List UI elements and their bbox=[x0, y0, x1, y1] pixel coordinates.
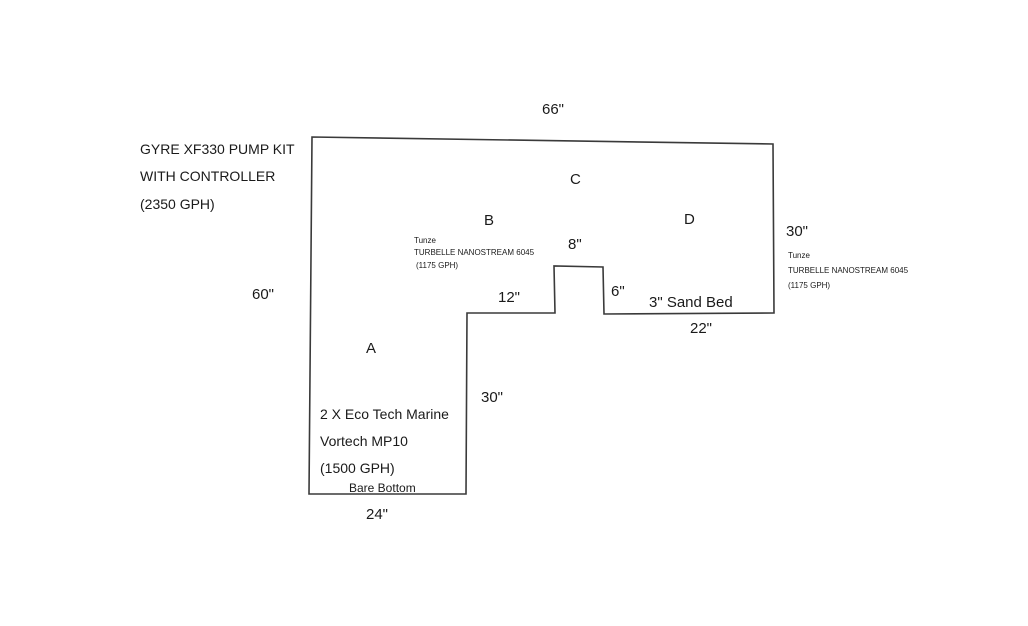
zone-label-a: A bbox=[366, 340, 377, 357]
tunze-left-flow: (1175 GPH) bbox=[416, 261, 459, 270]
vortech-line-2: Vortech MP10 bbox=[320, 433, 408, 449]
tunze-right-brand: Tunze bbox=[788, 251, 810, 260]
dimension-right: 30" bbox=[786, 223, 809, 240]
tunze-right-flow: (1175 GPH) bbox=[788, 281, 831, 290]
zone-label-d: D bbox=[684, 211, 695, 228]
dimension-inner-vertical: 30" bbox=[481, 389, 504, 406]
sand-bed-label: 3" Sand Bed bbox=[649, 294, 733, 311]
gyre-pump-line-3: (2350 GPH) bbox=[140, 196, 215, 212]
tunze-left-brand: Tunze bbox=[414, 236, 436, 245]
tank-outline-shape bbox=[308, 136, 775, 495]
tunze-right-model: TURBELLE NANOSTREAM 6045 bbox=[788, 266, 909, 275]
gyre-pump-line-2: WITH CONTROLLER bbox=[140, 168, 276, 184]
dimension-notch-width: 8" bbox=[568, 236, 582, 253]
dimension-notch-depth: 6" bbox=[611, 283, 625, 300]
tunze-left-model: TURBELLE NANOSTREAM 6045 bbox=[414, 248, 535, 257]
dimension-inner-ledge: 12" bbox=[498, 289, 521, 306]
dimension-right-ledge: 22" bbox=[690, 320, 713, 337]
gyre-pump-line-1: GYRE XF330 PUMP KIT bbox=[140, 141, 295, 157]
bare-bottom-label: Bare Bottom bbox=[349, 481, 416, 495]
dimension-top: 66" bbox=[542, 101, 565, 118]
dimension-left: 60" bbox=[252, 286, 275, 303]
vortech-line-3: (1500 GPH) bbox=[320, 460, 395, 476]
vortech-line-1: 2 X Eco Tech Marine bbox=[320, 406, 449, 422]
dimension-bottom: 24" bbox=[366, 506, 389, 523]
zone-label-b: B bbox=[484, 212, 495, 229]
zone-label-c: C bbox=[570, 171, 581, 188]
